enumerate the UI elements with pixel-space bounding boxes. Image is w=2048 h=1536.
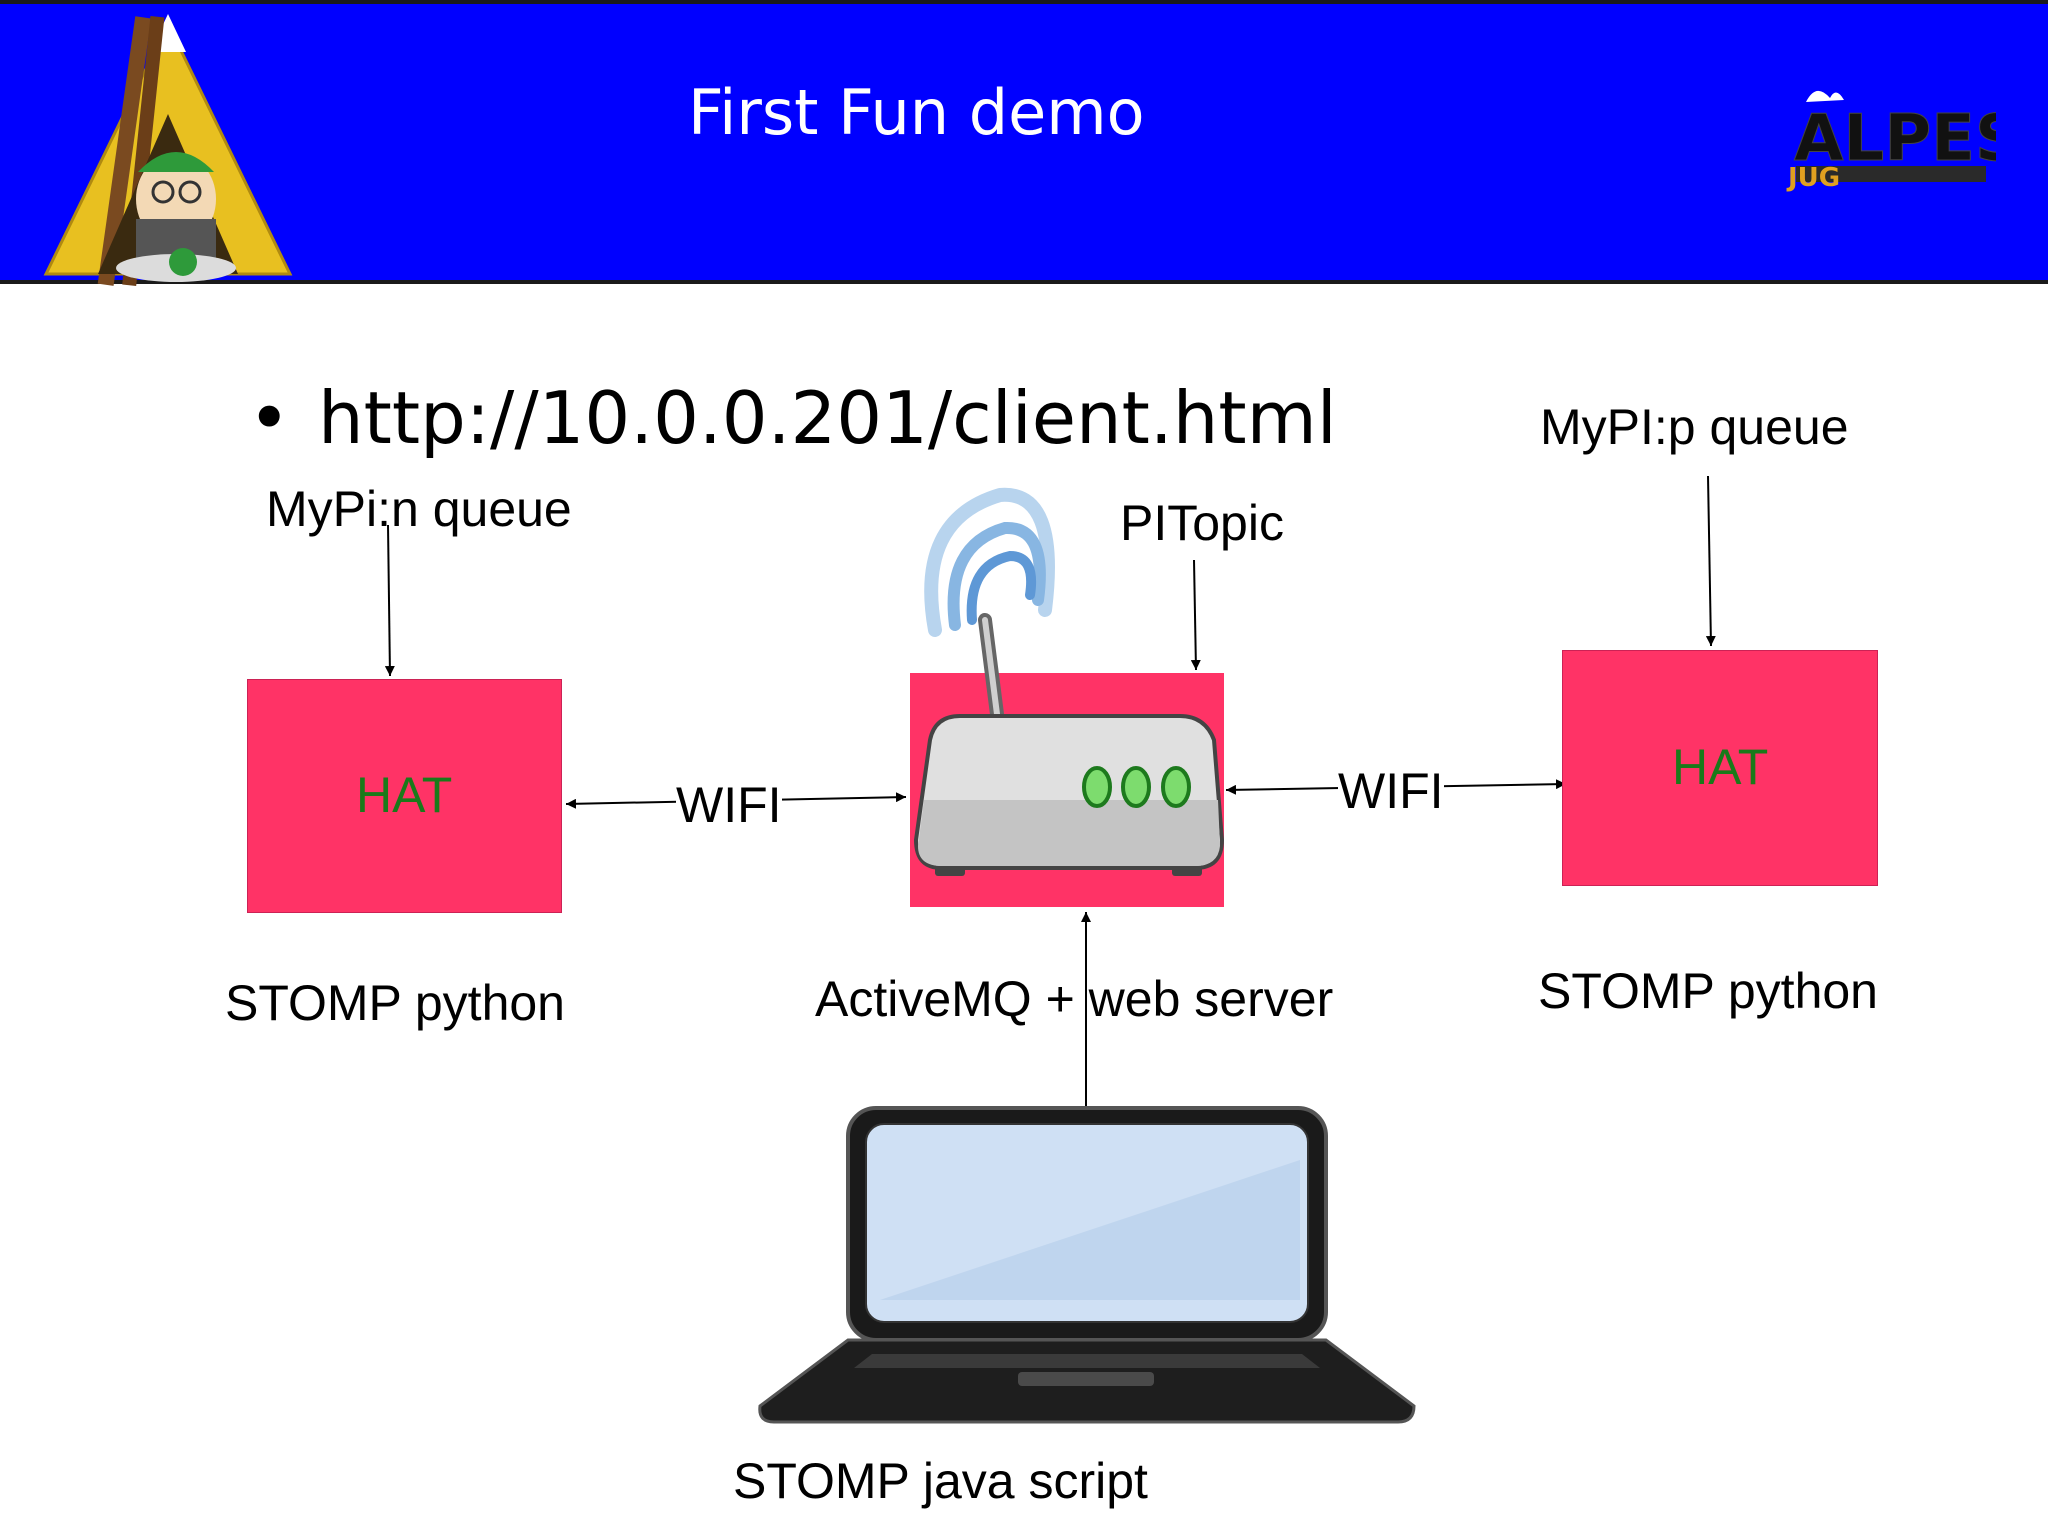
alpes-logo-text: ALPES: [1794, 102, 1996, 176]
left-queue-arrow: [384, 524, 395, 677]
topic-arrow: [1190, 559, 1201, 671]
led-1: [1082, 766, 1112, 808]
wifi-router-icon: [913, 487, 1225, 876]
led-3: [1161, 766, 1191, 808]
left-caption: STOMP python: [225, 975, 565, 1031]
right-wifi-label: WIFI: [1338, 762, 1444, 820]
bullet-dot: •: [248, 376, 291, 460]
slide-title: First Fun demo: [688, 76, 1145, 149]
laptop-icon: [758, 1106, 1416, 1424]
center-caption: ActiveMQ + web server: [815, 971, 1334, 1027]
jug-logo-text: JUG: [1786, 163, 1840, 192]
slide-header: First Fun demo ALPES JUG: [0, 0, 2048, 287]
tent-mascot-logo: [43, 14, 293, 287]
right-hat-label: HAT: [1672, 739, 1769, 795]
left-hat-label: HAT: [356, 767, 453, 823]
left-queue-label: MyPi:n queue: [266, 481, 572, 537]
right-hat-box: [1562, 650, 1878, 886]
left-wifi-label: WIFI: [676, 776, 782, 834]
left-hat-box: [247, 679, 562, 913]
right-queue-arrow: [1705, 475, 1716, 647]
url-text: http://10.0.0.201/client.html: [318, 376, 1337, 460]
led-2: [1121, 766, 1151, 808]
laptop-caption: STOMP java script: [733, 1453, 1148, 1509]
right-caption: STOMP python: [1538, 963, 1878, 1019]
right-queue-label: MyPI:p queue: [1540, 399, 1849, 455]
url-bullet: • http://10.0.0.201/client.html: [248, 376, 1337, 460]
alpes-jug-logo: ALPES JUG: [1786, 90, 1996, 192]
topic-label: PITopic: [1120, 495, 1284, 551]
